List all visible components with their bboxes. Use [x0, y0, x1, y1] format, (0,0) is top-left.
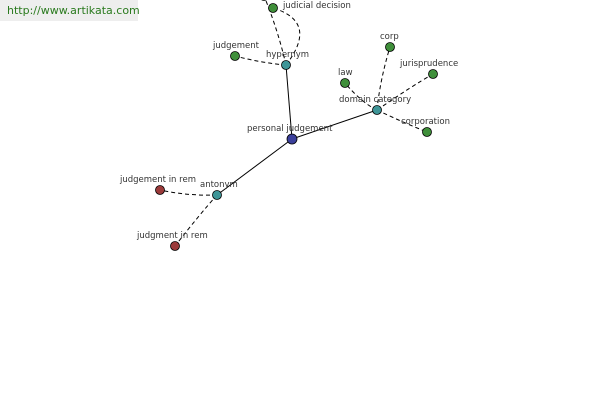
edge-antonym-jdinrem: [174, 194, 218, 247]
node-corp[interactable]: [385, 42, 395, 52]
node-jdinrem[interactable]: [170, 241, 180, 251]
node-corporation[interactable]: [422, 127, 432, 137]
edge-hypernym-partial: [265, 0, 287, 66]
node-label-antonym[interactable]: antonym: [200, 180, 238, 190]
edge-antonym-jinrem: [159, 189, 218, 196]
edge-center-hypernym: [285, 64, 293, 140]
node-label-jinrem[interactable]: judgement in rem: [119, 175, 196, 185]
edge-domain-corp: [376, 46, 391, 111]
node-label-corporation[interactable]: corporation: [401, 117, 450, 127]
node-label-center[interactable]: personal judgement: [247, 124, 333, 134]
node-judgement[interactable]: [230, 51, 240, 61]
edge-center-antonym: [216, 138, 293, 196]
node-hypernym[interactable]: [281, 60, 291, 70]
edge-hypernym-judgement: [234, 55, 287, 66]
node-label-jdinrem[interactable]: judgment in rem: [136, 231, 208, 241]
edge-center-domain: [291, 109, 378, 140]
node-domain[interactable]: [372, 105, 382, 115]
node-label-domain[interactable]: domain category: [339, 95, 411, 105]
node-jurisprudence[interactable]: [428, 69, 438, 79]
edge-domain-jurisprudence: [376, 73, 434, 111]
node-label-corp[interactable]: corp: [380, 32, 399, 42]
node-label-hypernym[interactable]: hypernym: [266, 50, 309, 60]
edge-hypernym-judicial: [272, 7, 301, 66]
nodes-layer: [155, 0, 438, 251]
node-label-judicial[interactable]: judicial decision: [282, 1, 351, 11]
node-label-judgement[interactable]: judgement: [212, 41, 260, 51]
node-label-law[interactable]: law: [338, 68, 353, 78]
node-center[interactable]: [286, 133, 298, 145]
node-partial[interactable]: [260, 0, 269, 1]
node-law[interactable]: [340, 78, 350, 88]
node-antonym[interactable]: [212, 190, 222, 200]
node-label-jurisprudence[interactable]: jurisprudence: [399, 59, 458, 69]
node-judicial[interactable]: [268, 3, 278, 13]
node-jinrem[interactable]: [155, 185, 165, 195]
watermark-url[interactable]: http://www.artikata.com: [0, 0, 140, 21]
labels-layer: personal judgement hypernym domain categor…: [119, 1, 458, 241]
